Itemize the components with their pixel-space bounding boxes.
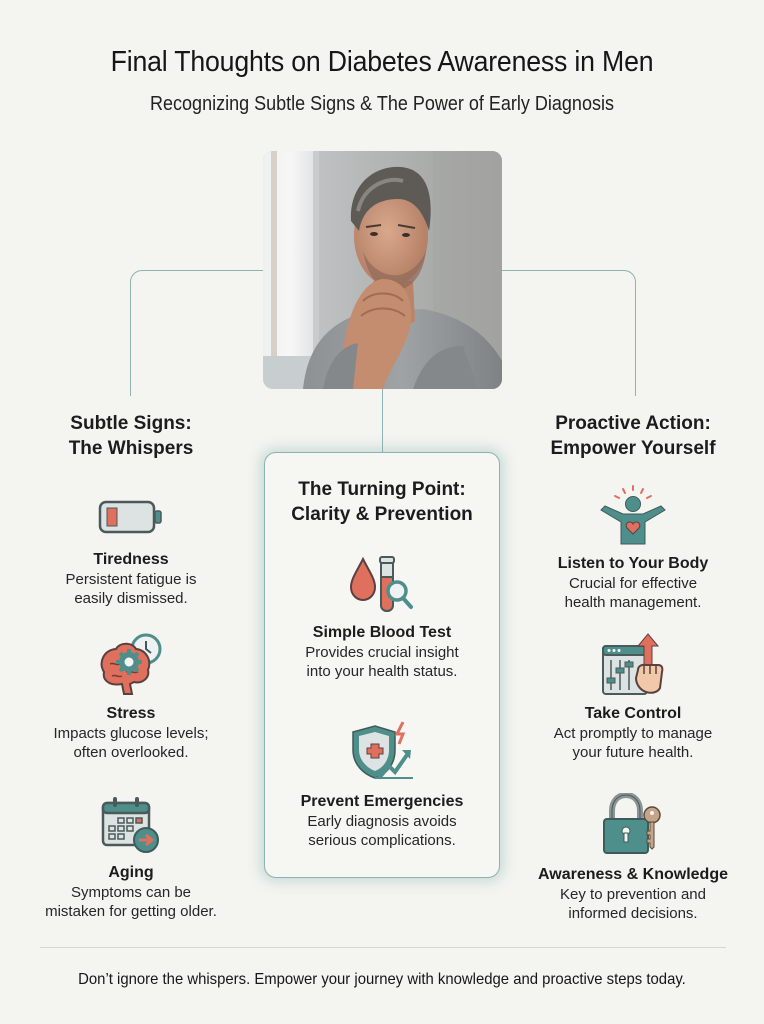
item-desc: Provides crucial insight (305, 644, 459, 661)
sign-item-aging: Aging Symptoms can be mistaken for getti… (6, 795, 256, 921)
item-desc: Act promptly to manage (553, 725, 713, 742)
item-desc: your future health. (572, 744, 694, 761)
left-column-heading: Subtle Signs: The Whispers (6, 411, 256, 461)
page-subtitle: Recognizing Subtle Signs & The Power of … (150, 93, 614, 115)
connector-right (502, 270, 636, 396)
blood-drop-test-tube-icon (349, 556, 413, 613)
item-desc: Early diagnosis avoids (307, 813, 457, 830)
turning-item-blood-test: Simple Blood Test Provides crucial insig… (257, 555, 507, 681)
item-desc: Symptoms can be (70, 884, 192, 901)
item-title: Listen to Your Body (557, 555, 709, 572)
low-battery-icon (98, 500, 162, 534)
item-desc: Crucial for effective (568, 575, 698, 592)
turning-point-card (264, 452, 500, 878)
connector-center (382, 389, 383, 452)
item-desc: informed decisions. (568, 905, 698, 922)
action-item-take-control: Take Control Act promptly to manage your… (508, 632, 758, 762)
right-column-heading: Proactive Action: Empower Yourself (508, 411, 758, 461)
heading-line: The Whispers (68, 438, 194, 459)
footer-text: Don’t ignore the whispers. Empower your … (78, 971, 686, 988)
heading-line: Proactive Action: (555, 413, 711, 434)
item-title: Stress (106, 705, 156, 722)
person-heart-icon (600, 485, 666, 545)
heading-line: Subtle Signs: (70, 413, 192, 434)
heading-line: The Turning Point: (298, 479, 466, 500)
brain-gear-clock-icon (100, 633, 162, 695)
calendar-arrow-icon (101, 797, 159, 853)
shield-medical-arrow-icon (352, 721, 413, 780)
item-desc: Persistent fatigue is (65, 571, 197, 588)
item-desc: often overlooked. (73, 744, 189, 761)
item-title: Awareness & Knowledge (538, 866, 728, 883)
item-title: Tiredness (93, 551, 169, 568)
item-title: Prevent Emergencies (300, 793, 464, 810)
center-card-heading: The Turning Point: Clarity & Prevention (264, 477, 500, 527)
photo-man-thinking-icon (263, 151, 502, 389)
heading-line: Clarity & Prevention (291, 504, 473, 525)
action-item-awareness: Awareness & Knowledge Key to prevention … (508, 793, 758, 923)
item-desc: easily dismissed. (74, 590, 188, 607)
item-desc: health management. (564, 594, 702, 611)
heading-line: Empower Yourself (550, 438, 716, 459)
action-item-listen: Listen to Your Body Crucial for effectiv… (508, 484, 758, 612)
page-title: Final Thoughts on Diabetes Awareness in … (110, 46, 654, 78)
item-desc: mistaken for getting older. (45, 903, 217, 920)
item-title: Aging (108, 864, 154, 881)
hero-photo (263, 151, 502, 389)
item-title: Take Control (584, 705, 682, 722)
control-panel-fist-icon (602, 633, 664, 695)
item-desc: Key to prevention and (560, 886, 706, 903)
footer-divider (40, 947, 726, 948)
item-desc: serious complications. (308, 832, 456, 849)
turning-item-prevent-emergencies: Prevent Emergencies Early diagnosis avoi… (257, 720, 507, 850)
item-desc: into your health status. (306, 663, 458, 680)
connector-left (130, 270, 264, 396)
lock-key-icon (603, 793, 661, 854)
item-desc: Impacts glucose levels; (53, 725, 209, 742)
sign-item-tiredness: Tiredness Persistent fatigue is easily d… (6, 498, 256, 608)
item-title: Simple Blood Test (312, 624, 452, 641)
sign-item-stress: Stress Impacts glucose levels; often ove… (6, 632, 256, 762)
